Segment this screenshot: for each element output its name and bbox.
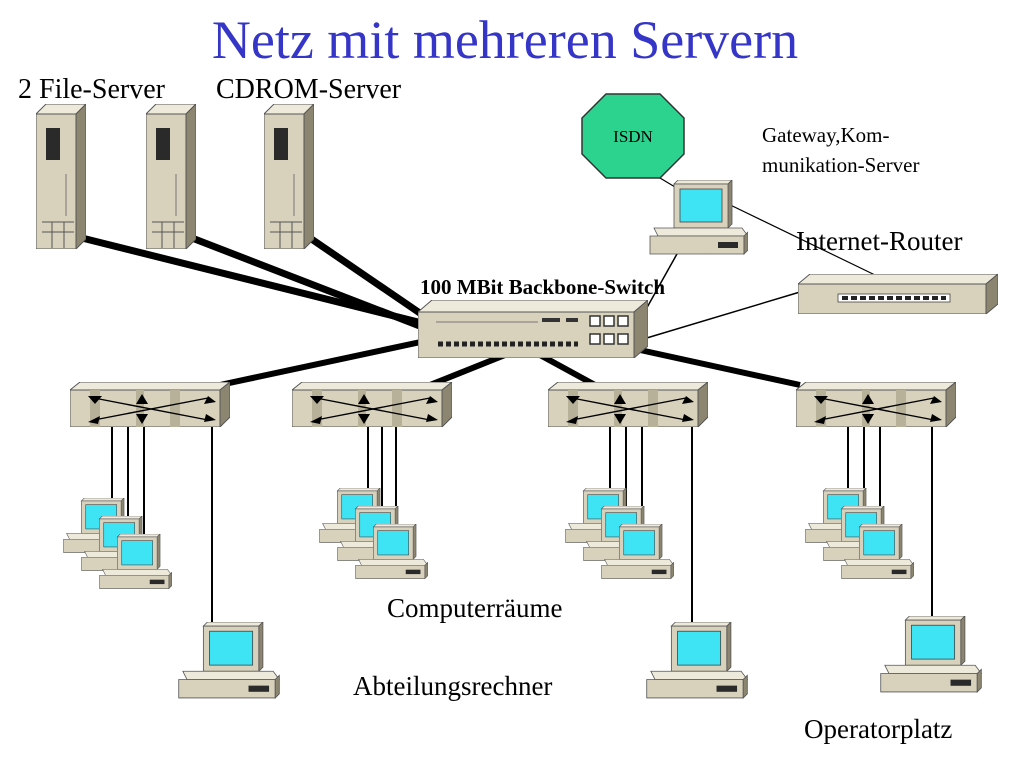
computer-room-2 [319,488,428,579]
cdrom-server-label: CDROM-Server [216,74,402,105]
cable-server-3 [308,235,432,323]
internet-router-icon [798,274,998,314]
cable-hub-1 [219,337,431,388]
computer-room-1 [63,498,172,589]
internet-router-label: Internet-Router [796,226,962,256]
gateway-label-line1: Gateway,Kom- [762,123,890,147]
cable-hub-2 [428,352,507,388]
cable-hub-3 [538,352,597,388]
cdrom-server-icon [264,104,314,249]
hub-1-icon [70,382,230,427]
cable-server-2 [190,234,432,334]
gateway-computer-icon [649,180,748,255]
computer-room-3 [565,488,674,579]
file-server-2-icon [146,104,196,249]
operator-station-label: Operatorplatz [804,714,952,744]
isdn-octagon-icon [581,93,685,179]
isdn-label: ISDN [613,127,653,146]
backbone-switch-icon [418,300,648,358]
gateway-label-line2: munikation-Server [762,153,919,177]
hub-2-icon [292,382,452,427]
department-computer-icon [646,622,748,699]
file-server-1-icon [36,104,86,249]
department-computer-icon [178,622,280,699]
file-servers-label: 2 File-Server [18,74,166,105]
computer-room-4 [805,488,914,579]
cable-gateway-router [719,199,876,276]
department-computers-label: Abteilungsrechner [353,671,552,701]
cable-router [639,291,801,341]
backbone-switch-label: 100 MBit Backbone-Switch [420,275,665,299]
hub-4-icon [796,382,956,427]
hub-3-icon [548,382,708,427]
cable-hub-4 [639,347,801,388]
cables [81,177,933,625]
operator-computer-icon [880,616,982,693]
page-title: Netz mit mehreren Servern [212,10,798,70]
computer-rooms-label: Computerräume [387,593,562,623]
